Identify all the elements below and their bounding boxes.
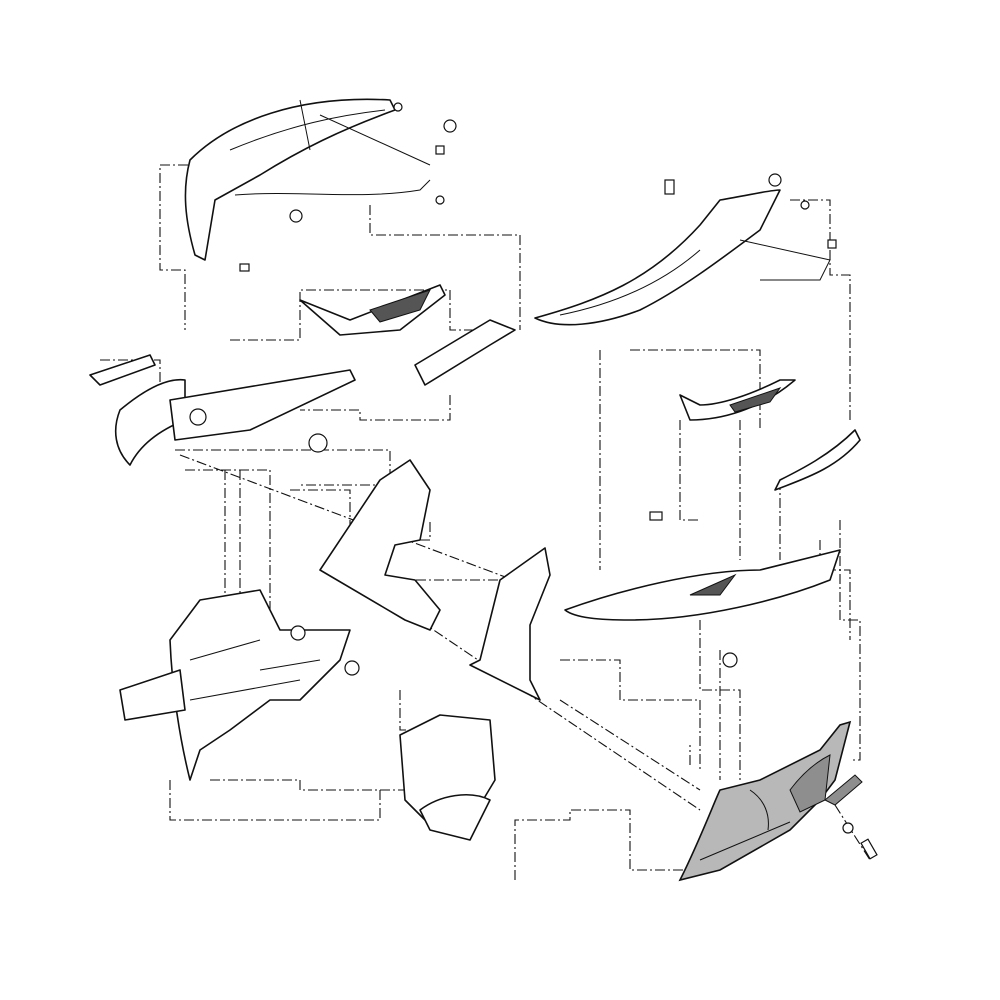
- highlighted-cowl-inset: [789, 754, 831, 813]
- highlighted-lower-cowl-part: [678, 720, 878, 882]
- highlighted-cowl-body: [678, 720, 852, 882]
- highlighted-cowl-fin: [824, 774, 863, 806]
- upper-left-fairing-part: [184, 98, 457, 272]
- right-middle-cover-part: [564, 379, 861, 668]
- upper-right-fairing-part: [534, 173, 837, 326]
- leader-lines: [100, 164, 861, 880]
- lower-left-side-panel-part: [119, 589, 360, 781]
- inner-frame-bracket-part: [89, 284, 516, 466]
- center-side-panel-part: [319, 459, 551, 841]
